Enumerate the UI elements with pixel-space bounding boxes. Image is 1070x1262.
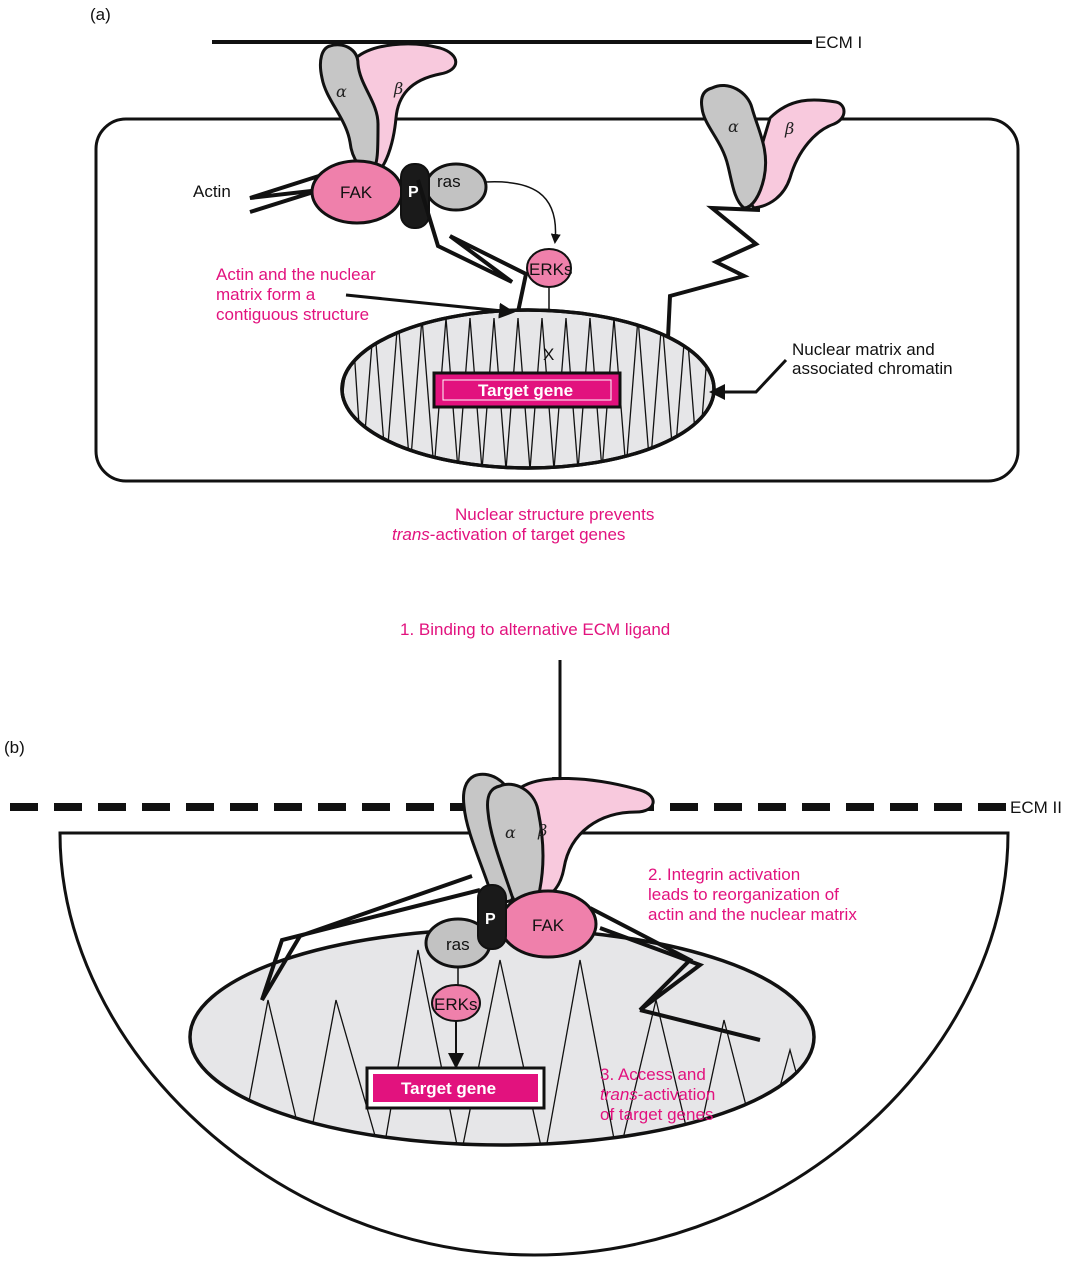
alpha-a2-symbol: α — [728, 117, 739, 136]
step-3-line3: of target genes — [600, 1105, 713, 1124]
actin-note-line1: Actin and the nuclear — [216, 265, 376, 284]
ras-a-label: ras — [437, 172, 461, 191]
erks-b-label: ERKs — [434, 995, 477, 1014]
integrin-alpha-a2 — [701, 85, 765, 208]
step-3-line1: 3. Access and — [600, 1065, 706, 1084]
fak-a-label: FAK — [340, 183, 373, 202]
actin-note-line3: contiguous structure — [216, 305, 369, 324]
alpha-b-symbol: α — [505, 823, 516, 842]
step-3-italic: trans — [600, 1085, 638, 1104]
block-mark-x: X — [543, 345, 554, 364]
matrix-note-line1: Nuclear matrix and — [792, 340, 935, 359]
caption-a-rest: -activation of target genes — [430, 525, 626, 544]
ras-b-label: ras — [446, 935, 470, 954]
caption-a-line2: trans-activation of target genes — [392, 525, 625, 544]
step-2-line3: actin and the nuclear matrix — [648, 905, 857, 924]
matrix-note-line2: associated chromatin — [792, 359, 953, 378]
step-3-line2: trans-activation — [600, 1085, 715, 1104]
step-1-label: 1. Binding to alternative ECM ligand — [400, 620, 670, 639]
erks-a-label: ERKs — [529, 260, 572, 279]
p-site-b-label: P — [485, 911, 496, 928]
beta-a2-symbol: β — [784, 119, 794, 138]
actin-label: Actin — [193, 182, 231, 201]
actin-fiber-right — [668, 208, 760, 338]
matrix-note-pointer — [712, 360, 786, 392]
step-2-line1: 2. Integrin activation — [648, 865, 800, 884]
alpha-a1-symbol: α — [336, 82, 347, 101]
ras-to-erks-arrow — [486, 182, 556, 242]
fak-b-label: FAK — [532, 916, 565, 935]
p-site-a-label: P — [408, 184, 419, 201]
beta-b-symbol: β — [537, 821, 547, 840]
target-gene-b-label: Target gene — [401, 1079, 496, 1098]
ecm-2-label: ECM II — [1010, 798, 1062, 817]
beta-a1-symbol: β — [393, 79, 403, 98]
step-2-line2: leads to reorganization of — [648, 885, 839, 904]
step-3-rest: -activation — [638, 1085, 715, 1104]
ecm-1-label: ECM I — [815, 33, 862, 52]
target-gene-a-label: Target gene — [478, 381, 573, 400]
actin-note-line2: matrix form a — [216, 285, 316, 304]
caption-a-italic: trans — [392, 525, 430, 544]
panel-a-label: (a) — [90, 5, 111, 24]
panel-b-label: (b) — [4, 738, 25, 757]
actin-note-pointer — [346, 295, 512, 312]
caption-a-line1: Nuclear structure prevents — [455, 505, 654, 524]
